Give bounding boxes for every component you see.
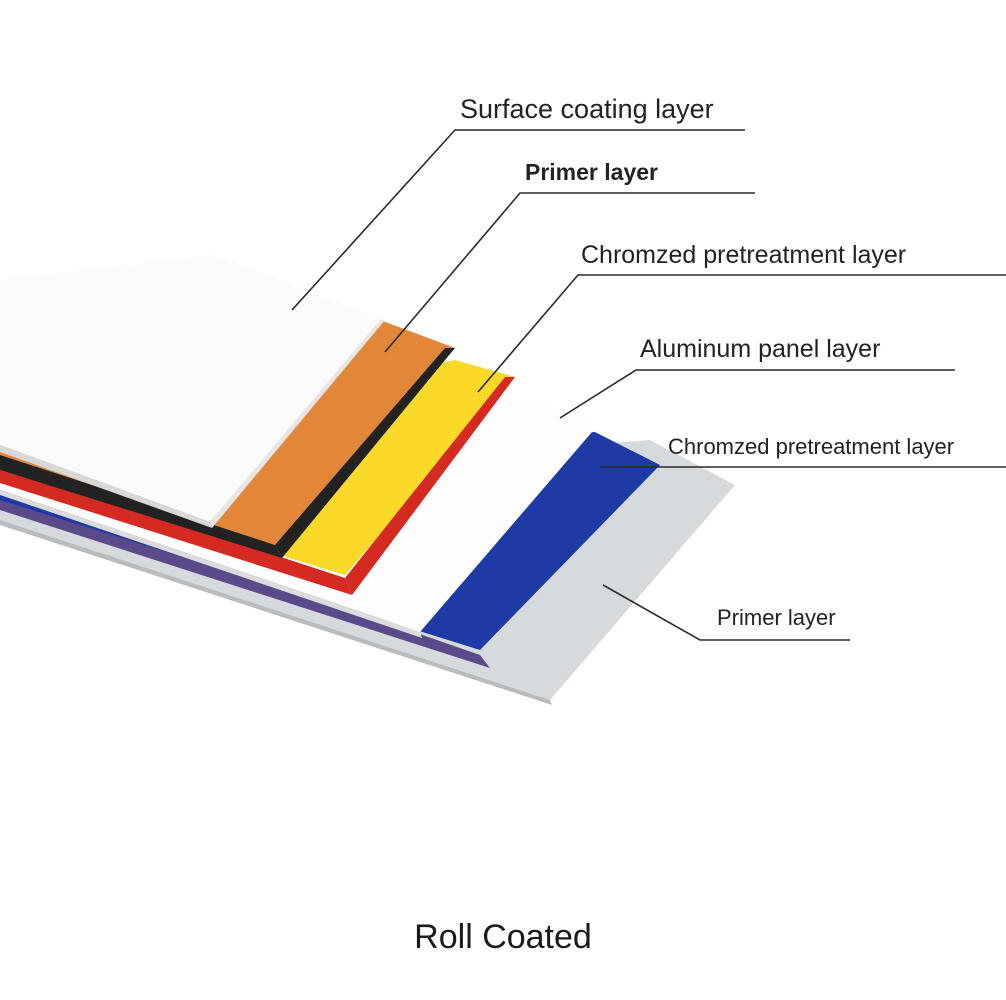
red-edge (0, 465, 352, 595)
label-primer-bottom: Primer layer (717, 605, 836, 630)
leader-aluminum (559, 369, 955, 419)
label-aluminum: Aluminum panel layer (640, 335, 880, 363)
label-chromzed-bottom: Chromzed pretreatment layer (668, 434, 954, 459)
leader-primer-top (384, 192, 755, 353)
leader-surface-coating (291, 129, 745, 311)
caption: Roll Coated (414, 918, 592, 956)
label-surface-coating: Surface coating layer (460, 94, 714, 124)
label-chromzed-top: Chromzed pretreatment layer (581, 241, 906, 269)
label-primer-top: Primer layer (525, 159, 658, 185)
surface-coating-layer (0, 255, 385, 528)
leader-chromzed-top (477, 274, 1006, 393)
leader-primer-bottom (602, 584, 850, 641)
